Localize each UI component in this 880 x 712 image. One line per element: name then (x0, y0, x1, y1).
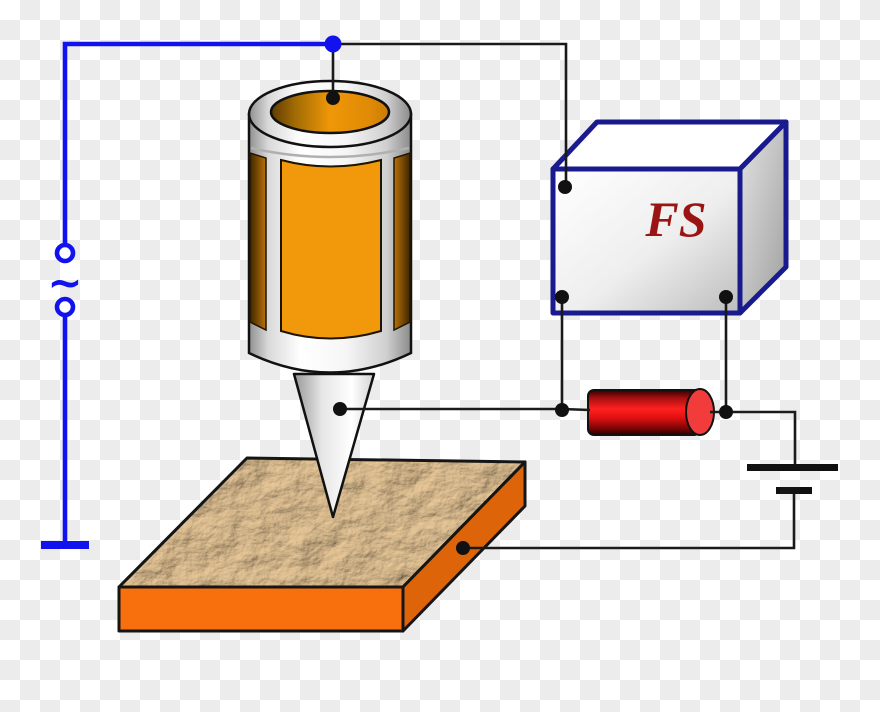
piezo-tube-scanner (247, 79, 413, 374)
junction-tip (333, 402, 347, 416)
junction-feedback-top-left (558, 180, 572, 194)
feedback-box-front-face (550, 166, 743, 316)
scanner-electrode-front (280, 158, 382, 340)
feedback-box: FS (550, 119, 789, 316)
scanner-collar-bottom-edge (250, 146, 410, 159)
sample-surface-texture (119, 458, 525, 587)
ac-source: ~ (47, 242, 83, 318)
resistor (587, 388, 715, 436)
electrode-terminal-bar (41, 541, 89, 549)
junction-resistor-right (719, 405, 733, 419)
wire-battery-to-sample (463, 492, 796, 550)
scanner-electrode-left (249, 151, 267, 332)
battery-long-plate (747, 464, 838, 471)
wire-resistor-to-battery (710, 410, 797, 465)
junction-dots (326, 91, 733, 555)
battery-short-plate (776, 487, 812, 494)
ac-terminal-upper (54, 242, 76, 264)
signal-wires (331, 42, 797, 550)
feedback-box-label: FS (644, 191, 706, 247)
junction-feedback-bottom-right (719, 290, 733, 304)
wire-top-to-feedback-box (333, 42, 568, 187)
resistor-body (587, 389, 701, 436)
scanner-electrode-right (393, 151, 411, 332)
slab-front-face (117, 585, 405, 633)
resistor-end-cap (685, 388, 715, 436)
blue-junction-dot (324, 35, 342, 53)
ac-circuit: ~ (41, 35, 342, 549)
junction-sample (456, 541, 470, 555)
ac-tilde-symbol: ~ (47, 258, 82, 307)
battery-icon (747, 464, 838, 494)
junction-resistor-left (555, 403, 569, 417)
scanner-top-piezo-ring (269, 89, 391, 135)
ac-terminal-lower (54, 296, 76, 318)
junction-feedback-bottom-left (555, 290, 569, 304)
junction-scanner-top (326, 91, 340, 105)
blue-wire-top (62, 41, 333, 246)
